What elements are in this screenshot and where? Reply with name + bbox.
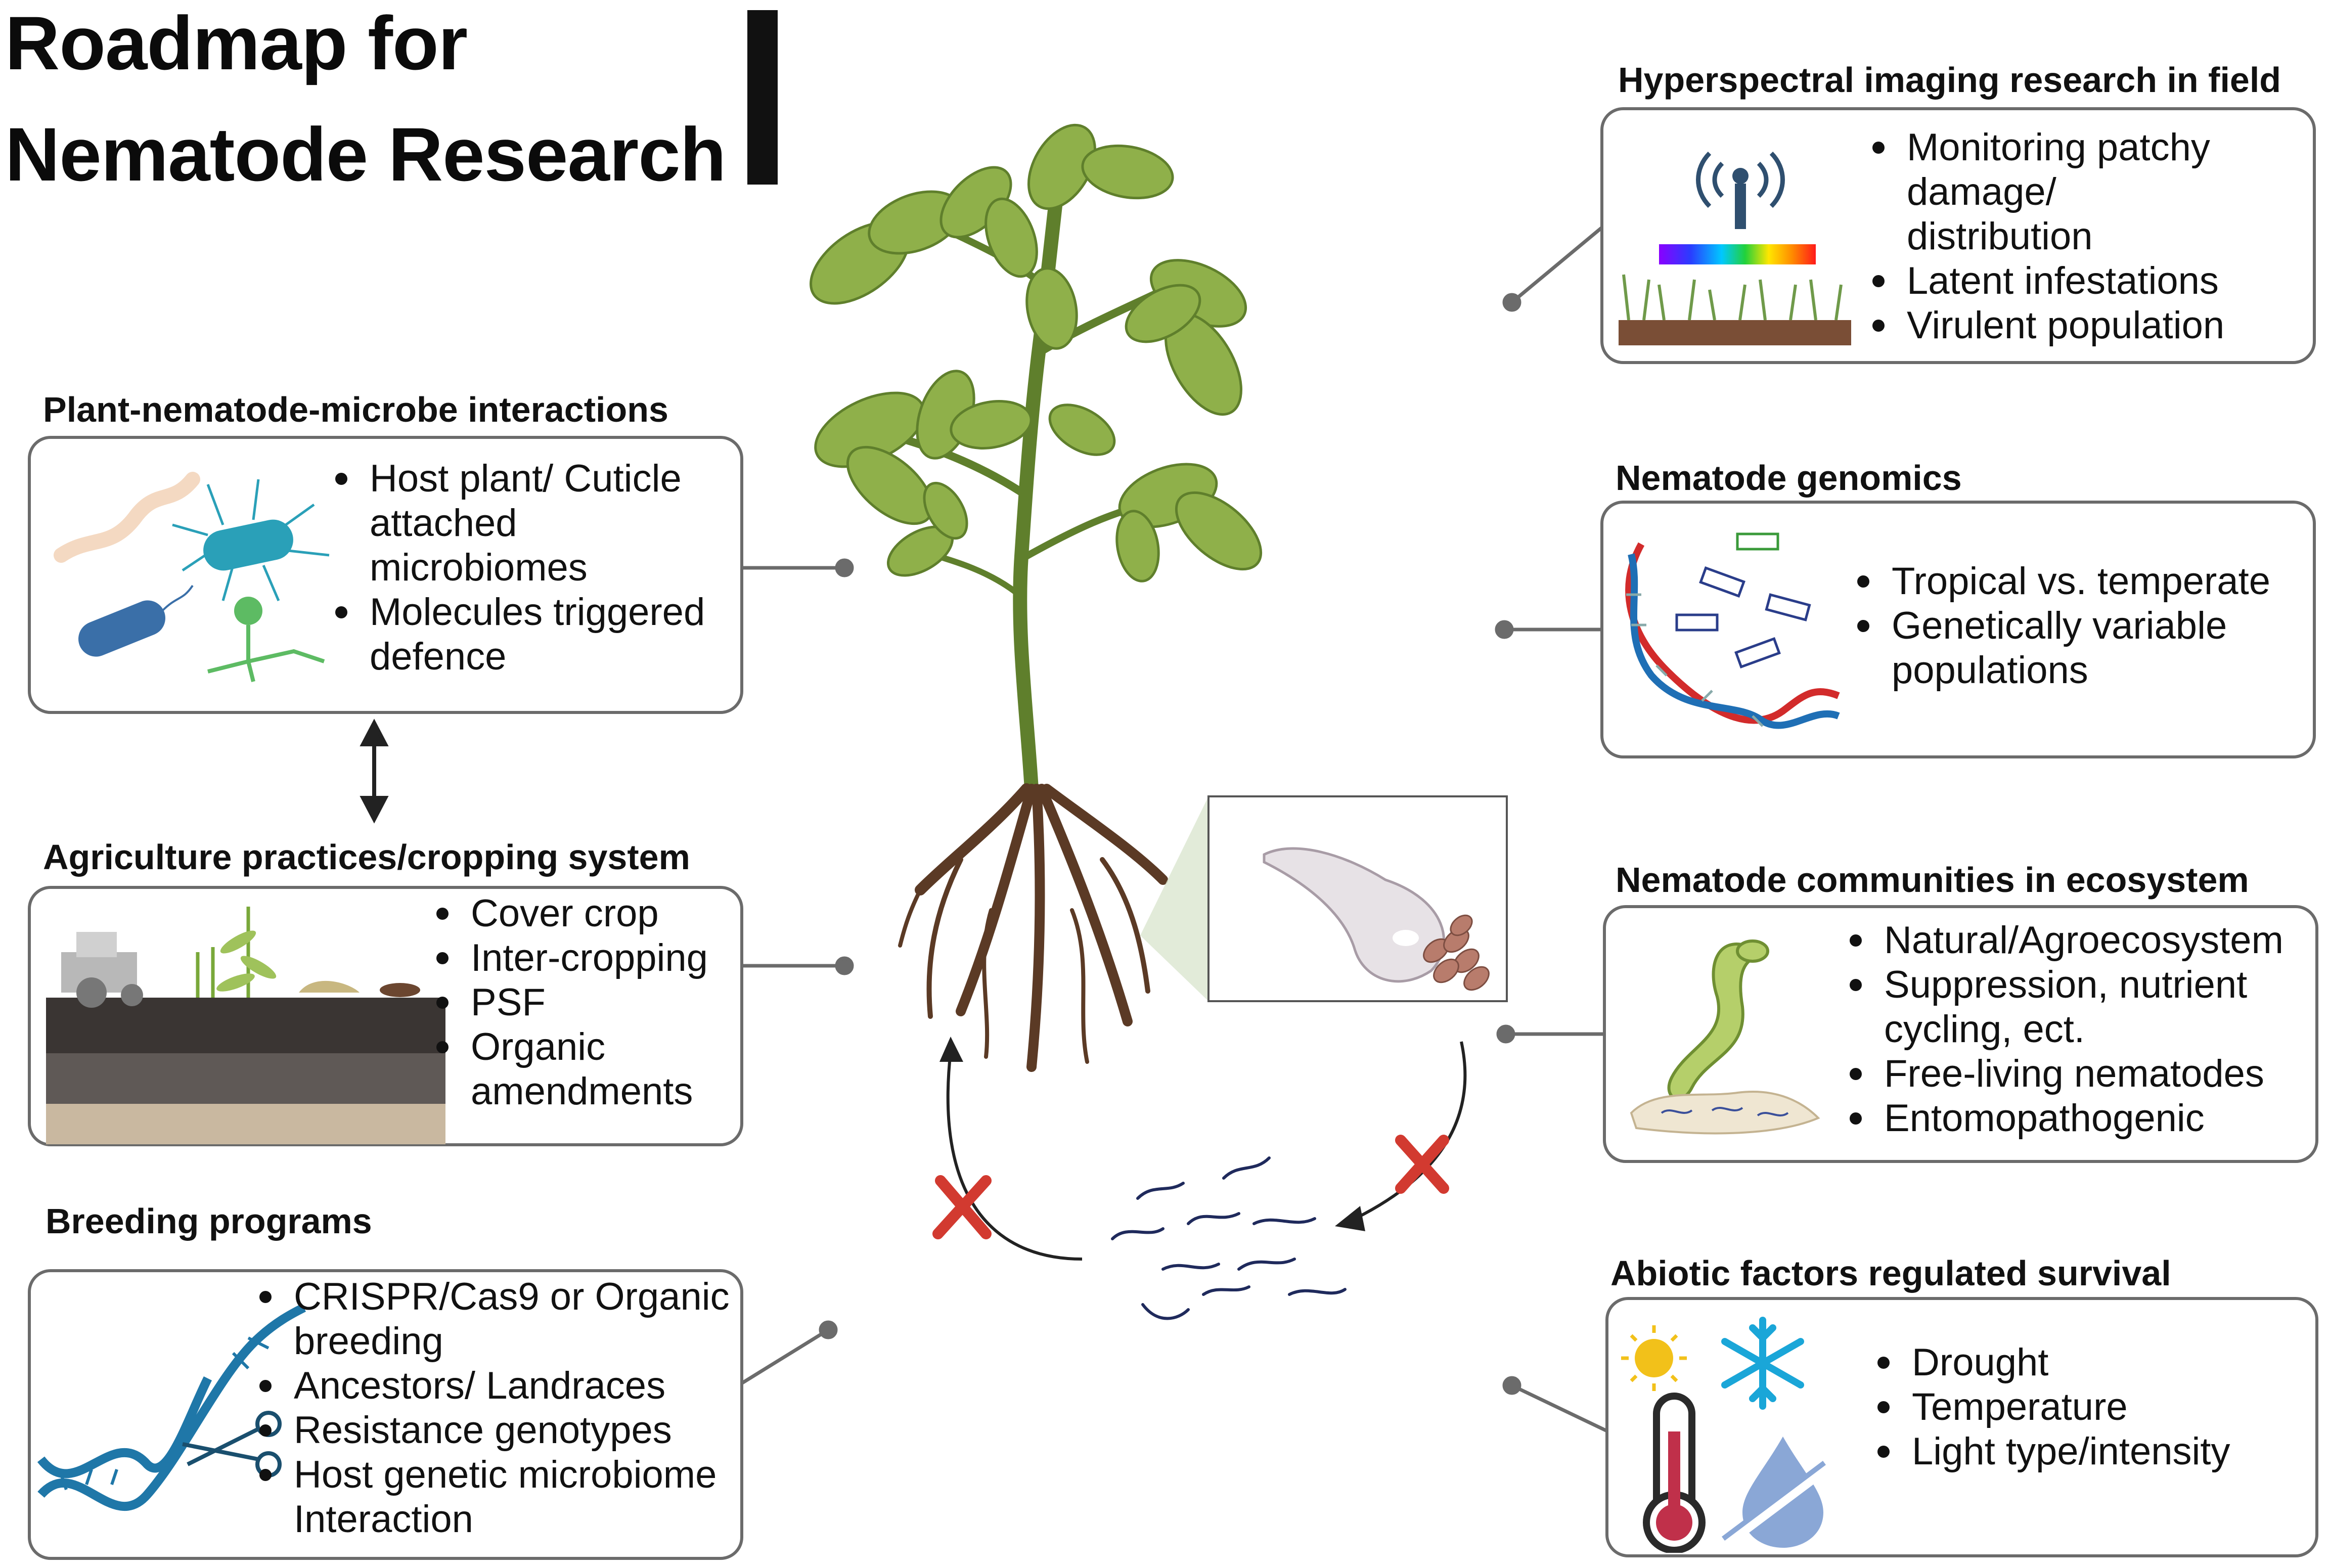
antenna-icon — [1619, 151, 1851, 345]
heading-hyperspectral: Hyperspectral imaging research in field — [1618, 60, 2281, 100]
nematode-icon — [1630, 939, 1820, 1135]
panel-abiotic: Drought Temperature Light type/intensity — [1605, 1297, 2318, 1557]
tomato-plant-icon — [810, 123, 1263, 1072]
list-item: Latent infestations — [1866, 259, 2224, 303]
list-item: Natural/Agroecosystem — [1844, 918, 2283, 963]
list-item: Host plant/ Cuticle attached microbiomes — [329, 457, 705, 590]
zoom-wedge — [1140, 796, 1208, 1001]
bullet-text: Drought — [1912, 1341, 2049, 1384]
list-agriculture: Cover crop Inter-cropping PSF Organic am… — [430, 891, 708, 1114]
bullet-text: Host genetic microbiome Interaction — [294, 1453, 717, 1541]
bullet-text: Light type/intensity — [1912, 1430, 2230, 1473]
list-item: Suppression, nutrient cycling, ect. — [1844, 963, 2283, 1052]
connectors — [741, 226, 1608, 1433]
panel-hyperspectral: Monitoring patchy damage/ distribution L… — [1600, 107, 2316, 364]
list-abiotic: Drought Temperature Light type/intensity — [1871, 1340, 2230, 1474]
list-item: Cover crop — [430, 891, 708, 936]
list-breeding: CRISPR/Cas9 or Organic breeding Ancestor… — [253, 1275, 730, 1542]
sun-icon — [1621, 1325, 1687, 1391]
title-line2: Nematode Research — [5, 112, 726, 197]
bullet-text: Entomopathogenic — [1884, 1097, 2205, 1140]
bullet-text: Temperature — [1912, 1385, 2128, 1428]
list-item: Drought — [1871, 1340, 2230, 1385]
list-item: Temperature — [1871, 1385, 2230, 1429]
list-hyperspectral: Monitoring patchy damage/ distribution L… — [1866, 125, 2224, 348]
heading-abiotic: Abiotic factors regulated survival — [1610, 1253, 2171, 1293]
list-item: Organic amendments — [430, 1025, 708, 1114]
panel-breeding: CRISPR/Cas9 or Organic breeding Ancestor… — [28, 1269, 743, 1560]
list-item: Molecules triggered defence — [329, 590, 705, 679]
panel-agriculture: Cover crop Inter-cropping PSF Organic am… — [28, 886, 743, 1146]
bullet-text: Host plant/ Cuticle attached microbiomes — [370, 457, 682, 589]
thermometer-icon — [1643, 1393, 1706, 1553]
list-item: Genetically variable populations — [1851, 604, 2270, 693]
list-item: Tropical vs. temperate — [1851, 559, 2270, 604]
list-item: Monitoring patchy damage/ distribution — [1866, 125, 2224, 259]
juvenile-nematodes-icon — [1111, 1156, 1347, 1320]
bullet-text: Monitoring patchy damage/ distribution — [1907, 126, 2210, 258]
bullet-text: Inter-cropping — [471, 936, 708, 979]
list-item: Ancestors/ Landraces — [253, 1364, 730, 1408]
list-item: PSF — [430, 980, 708, 1025]
list-item: CRISPR/Cas9 or Organic breeding — [253, 1275, 730, 1364]
list-plant-microbe: Host plant/ Cuticle attached microbiomes… — [329, 457, 705, 679]
list-item: Free-living nematodes — [1844, 1052, 2283, 1096]
snowflake-icon — [1721, 1317, 1804, 1410]
scissors-icon — [182, 1411, 282, 1477]
bullet-text: Genetically variable populations — [1892, 604, 2227, 692]
rainbow-spectrum-icon — [1659, 244, 1816, 264]
bullet-text: Natural/Agroecosystem — [1884, 919, 2283, 962]
list-item: Resistance genotypes — [253, 1408, 730, 1453]
lifecycle-arrows — [946, 1041, 1467, 1261]
blocked-cycle-x-icon — [932, 1135, 1449, 1239]
list-item: Entomopathogenic — [1844, 1096, 2283, 1141]
dna-icon — [37, 1303, 306, 1511]
panel-plant-microbe: Host plant/ Cuticle attached microbiomes… — [28, 436, 743, 714]
list-genomics: Tropical vs. temperate Genetically varia… — [1851, 559, 2270, 693]
bullet-text: Tropical vs. temperate — [1892, 560, 2271, 603]
bullet-text: Latent infestations — [1907, 259, 2219, 302]
list-communities: Natural/Agroecosystem Suppression, nutri… — [1844, 918, 2283, 1141]
double-arrow-icon — [360, 719, 389, 824]
panel-communities: Natural/Agroecosystem Suppression, nutri… — [1603, 905, 2318, 1163]
dna-helix-icon — [1625, 532, 1840, 729]
heading-genomics: Nematode genomics — [1616, 458, 1962, 498]
bullet-text: Free-living nematodes — [1884, 1052, 2264, 1095]
bullet-text: Virulent population — [1907, 304, 2225, 347]
list-item: Host genetic microbiome Interaction — [253, 1453, 730, 1542]
heading-plant-microbe: Plant-nematode-microbe interactions — [43, 390, 668, 429]
bullet-text: Ancestors/ Landraces — [294, 1364, 666, 1407]
bullet-text: CRISPR/Cas9 or Organic breeding — [294, 1275, 730, 1363]
bullet-text: Organic amendments — [471, 1025, 693, 1113]
bacteria-icon — [54, 472, 330, 682]
panel-genomics: Tropical vs. temperate Genetically varia… — [1600, 501, 2316, 758]
bullet-text: Resistance genotypes — [294, 1409, 672, 1452]
no-water-drop-icon — [1722, 1437, 1831, 1548]
list-item: Light type/intensity — [1871, 1429, 2230, 1474]
nematode-cyst-icon — [1263, 847, 1490, 991]
list-item: Virulent population — [1866, 303, 2224, 348]
title-line1: Roadmap for — [5, 1, 468, 85]
list-item: Inter-cropping — [430, 936, 708, 980]
heading-communities: Nematode communities in ecosystem — [1616, 860, 2249, 900]
tractor-icon — [46, 907, 445, 1144]
heading-agriculture: Agriculture practices/cropping system — [43, 837, 690, 877]
title-accent-bar — [747, 10, 778, 185]
heading-breeding: Breeding programs — [46, 1201, 372, 1241]
bullet-text: Cover crop — [471, 892, 659, 935]
bullet-text: Suppression, nutrient cycling, ect. — [1884, 963, 2248, 1051]
abiotic-icons — [1621, 1317, 1831, 1553]
bullet-text: Molecules triggered defence — [370, 591, 705, 678]
bullet-text: PSF — [471, 981, 546, 1024]
